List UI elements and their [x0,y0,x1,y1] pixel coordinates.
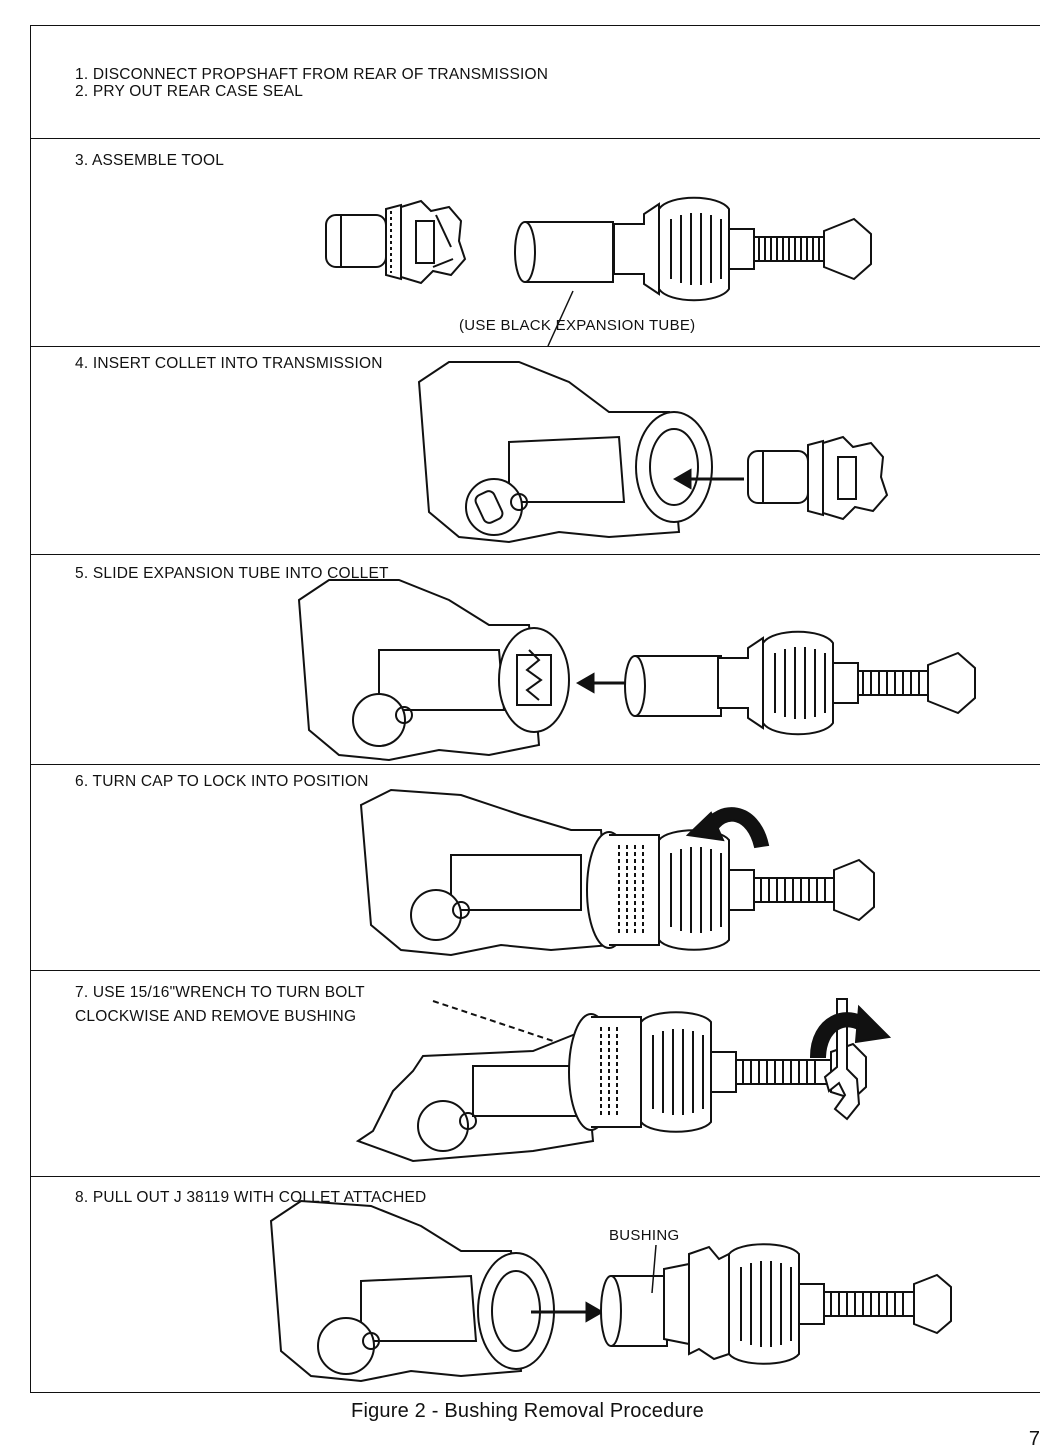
collet-icon [743,433,893,523]
direction-arrow-icon [531,1302,601,1322]
step-3-text: 3. ASSEMBLE TOOL [75,152,225,169]
step-6-text: 6. TURN CAP TO LOCK INTO POSITION [75,773,369,790]
panel-steps-1-2: 1. DISCONNECT PROPSHAFT FROM REAR OF TRA… [31,26,1040,138]
direction-arrow-icon [676,469,746,489]
puller-tool-icon [713,623,983,743]
panel-step-8: 8. PULL OUT J 38119 WITH COLLET ATTACHED [31,1176,1040,1392]
callout-leader-line [646,1245,666,1295]
puller-tool-icon [659,1239,959,1369]
transmission-housing-icon [351,785,621,955]
expansion-tube-icon [623,651,723,721]
bushing-callout: BUSHING [609,1227,680,1244]
panel-step-5: 5. SLIDE EXPANSION TUBE INTO COLLET [31,554,1040,764]
step-5-text: 5. SLIDE EXPANSION TUBE INTO COLLET [75,565,389,582]
rotation-arrow-icon [801,997,891,1067]
transmission-housing-icon [409,352,719,552]
transmission-housing-icon [353,991,603,1161]
figure-caption: Figure 2 - Bushing Removal Procedure [351,1400,704,1422]
direction-arrow-icon [579,673,629,693]
puller-tool-icon [609,189,879,309]
step-8-text: 8. PULL OUT J 38119 WITH COLLET ATTACHED [75,1189,427,1206]
expansion-tube-callout: (USE BLACK EXPANSION TUBE) [459,317,696,334]
step-7-text-line-1: 7. USE 15/16"WRENCH TO TURN BOLT [75,984,365,1001]
step-2-text: 2. PRY OUT REAR CASE SEAL [75,83,304,100]
panel-step-7: 7. USE 15/16"WRENCH TO TURN BOLT CLOCKWI… [31,970,1040,1176]
rotation-arrow-icon [683,795,773,865]
wrench-icon [817,999,877,1129]
panel-step-4: 4. INSERT COLLET INTO TRANSMISSION [31,346,1040,554]
step-4-text: 4. INSERT COLLET INTO TRANSMISSION [75,355,383,372]
transmission-housing-icon [261,1191,571,1381]
step-7-text-line-2: CLOCKWISE AND REMOVE BUSHING [75,1008,357,1025]
callout-leader-line [543,291,583,351]
page-number: 7 [1028,1428,1040,1450]
puller-tool-icon [579,825,879,955]
panel-step-3: 3. ASSEMBLE TOOL [31,138,1040,346]
collet-icon [321,197,471,287]
procedure-frame: 1. DISCONNECT PROPSHAFT FROM REAR OF TRA… [30,25,1040,1393]
expansion-tube-icon [513,217,623,287]
transmission-housing-icon [289,570,589,760]
step-1-text: 1. DISCONNECT PROPSHAFT FROM REAR OF TRA… [75,66,549,83]
panel-step-6: 6. TURN CAP TO LOCK INTO POSITION [31,764,1040,970]
